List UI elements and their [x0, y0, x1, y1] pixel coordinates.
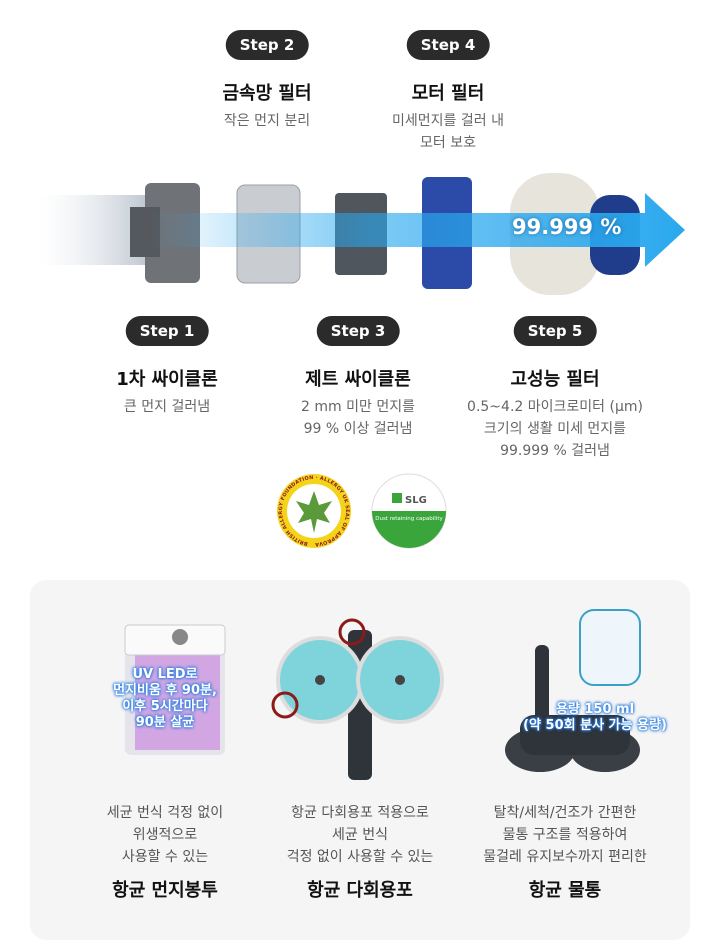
svg-text:Dust retaining capability: Dust retaining capability: [375, 516, 443, 522]
step-5-title: 고성능 필터: [510, 369, 600, 390]
airflow-arrow: [150, 193, 685, 267]
step-1-title: 1차 싸이클론: [116, 369, 218, 390]
arrow-value: 99.999 %: [512, 215, 622, 239]
step-2-title: 금속망 필터: [222, 83, 312, 104]
slg-certification-badge: SLG Dust retaining capability: [371, 473, 447, 549]
svg-text:SLG: SLG: [405, 495, 427, 506]
step-2-desc: 작은 먼지 분리: [223, 113, 311, 129]
feature-title: 항균 다회용포: [307, 880, 413, 901]
feature-title: 항균 물통: [528, 880, 602, 901]
dust-bag-station-image: [124, 624, 226, 755]
step-1-desc: 큰 먼지 걸러냄: [123, 399, 211, 415]
water-tank-image: [505, 609, 641, 772]
step-4-title: 모터 필터: [411, 83, 485, 104]
step-3-badge: Step 3: [316, 316, 400, 346]
allergy-uk-seal: BRITISH ALLERGY FOUNDATION · ALLERGY UK …: [274, 473, 351, 548]
mop-pad-image: [271, 618, 444, 780]
filter-stack-illustration: [40, 173, 685, 295]
step-4-badge: Step 4: [406, 30, 490, 60]
tank-capacity-overlay: 용량 150 ml(약 50회 분사 가능 용량): [523, 702, 667, 733]
step-5-badge: Step 5: [513, 316, 597, 346]
step-3-title: 제트 싸이클론: [305, 369, 411, 390]
feature-title: 항균 먼지봉투: [112, 880, 218, 901]
step-1-badge: Step 1: [125, 316, 209, 346]
step-2-badge: Step 2: [225, 30, 309, 60]
